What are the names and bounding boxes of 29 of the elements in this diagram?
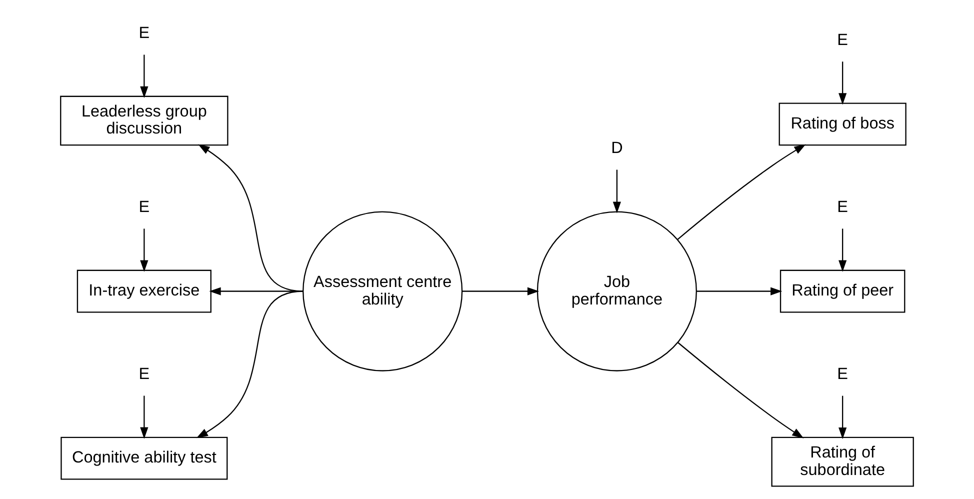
node-circle: Job performance <box>536 211 697 372</box>
node-box: Cognitive ability test <box>60 436 228 480</box>
node-text: E <box>138 365 150 384</box>
arrow <box>209 287 304 296</box>
arrow <box>838 396 847 440</box>
arrow <box>140 54 148 98</box>
node-text: E <box>138 198 150 216</box>
arrow <box>140 396 148 439</box>
arrow <box>678 342 804 438</box>
node-circle: Assessment centre ability <box>302 211 463 372</box>
arrow <box>677 144 806 240</box>
arrow <box>612 170 621 214</box>
node-text: E <box>138 24 150 42</box>
node-box: Rating of peer <box>780 270 906 313</box>
arrow <box>696 287 782 296</box>
node-box: Rating of subordinate <box>771 436 914 487</box>
arrow <box>196 290 304 438</box>
node-text: E <box>837 30 848 49</box>
node-text: D <box>611 138 623 157</box>
arrow <box>838 62 847 105</box>
node-text: E <box>837 365 848 384</box>
arrow <box>198 144 304 292</box>
node-box: Rating of boss <box>778 102 906 146</box>
node-text: E <box>837 198 848 216</box>
node-box: Leaderless group discussion <box>60 96 228 146</box>
node-box: In-tray exercise <box>76 270 212 313</box>
arrow <box>140 228 148 272</box>
arrow <box>462 287 540 296</box>
arrow <box>838 228 847 272</box>
